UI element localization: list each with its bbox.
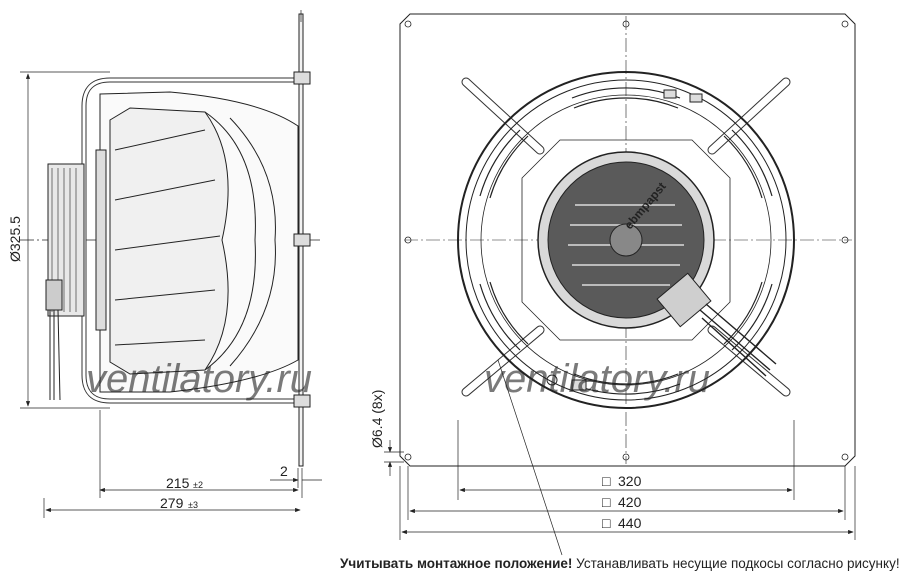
motor-backplate [521,139,731,341]
depth-1-tolerance: ±2 [193,480,203,490]
square-440-label: 440 [618,515,642,531]
square-420-symbol: □ [602,494,611,510]
square-420-label: 420 [618,494,642,510]
square-320-symbol: □ [602,473,611,489]
installation-note-text: Устанавливать несущие подкосы согласно р… [572,556,900,571]
hole-dimension [384,440,404,476]
depth-2-label: 279 [160,495,184,511]
square-dimensions [399,359,856,556]
watermark-right: ventilatory.ru [484,357,710,401]
inlet-ring [457,71,795,409]
cable-gland [45,279,63,311]
installation-note-bold: Учитывать монтажное положение! [340,556,573,571]
flange-thickness-label: 2 [280,463,288,479]
square-320-label: 320 [618,473,642,489]
hole-label: Ø6.4 (8x) [369,390,385,448]
diameter-dimension [20,71,110,409]
depth-dimensions [43,410,322,518]
mounting-holes [404,20,849,461]
diameter-label: Ø325.5 [7,216,23,262]
installation-note: Учитывать монтажное положение! Устанавли… [340,556,900,571]
watermark-left: ventilatory.ru [86,357,312,401]
depth-1-label: 215 [166,475,190,491]
front-view [399,13,856,467]
terminal-box [656,272,712,328]
depth-2-tolerance: ±3 [188,500,198,510]
square-440-symbol: □ [602,515,611,531]
side-view [20,10,320,467]
